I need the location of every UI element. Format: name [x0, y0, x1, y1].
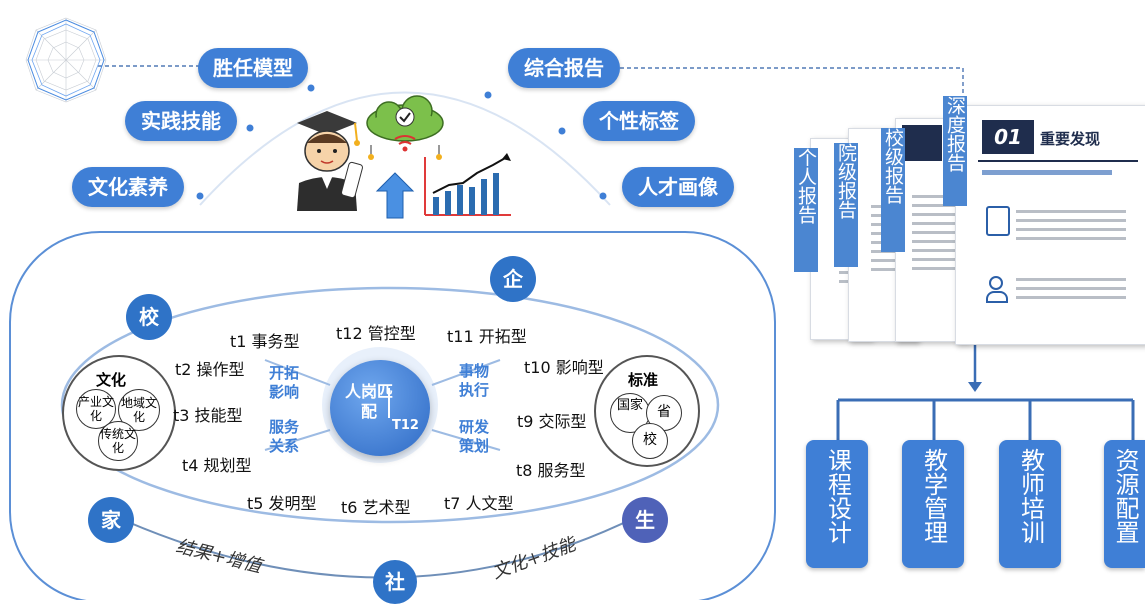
arc-dot [558, 127, 566, 135]
label-affairs-execution: 事物执行 [458, 362, 489, 399]
tab-college-report: 院级报告 [834, 143, 858, 267]
tab-deep-report: 深度报告 [943, 96, 967, 206]
report-heading: 重要发现 [1040, 130, 1101, 148]
comprehensive-report-pill: 综合报告 [508, 48, 620, 88]
box-resource-allocation: 资源配置 [1104, 440, 1145, 568]
node-family: 家 [88, 497, 134, 543]
type-t3: t3 技能型 [173, 406, 243, 425]
label-service-relation: 服务关系 [268, 418, 299, 455]
standard-cluster: 标准 国家 省 校 [594, 355, 700, 467]
arc-dot [484, 91, 492, 99]
type-t9: t9 交际型 [517, 412, 587, 431]
pointer-line [264, 429, 331, 451]
arc-dot [599, 192, 607, 200]
cultural-literacy-pill: 文化素养 [72, 167, 184, 207]
standard-provincial: 省 [646, 395, 682, 431]
standard-school: 校 [632, 423, 668, 459]
top-arc [199, 91, 611, 206]
graduate-illustration [297, 95, 511, 219]
center-main-label: 人岗匹配 [344, 382, 393, 421]
talent-portrait-pill: 人才画像 [622, 167, 734, 207]
dashed-connector-right [620, 67, 964, 95]
arc-dot [246, 124, 254, 132]
pointer-line [264, 359, 331, 386]
grad-cap-icon [297, 111, 357, 135]
pointer-line [431, 359, 501, 386]
standard-title: 标准 [628, 371, 659, 389]
node-society: 社 [373, 560, 417, 604]
report-page-deep: 01 重要发现 [955, 105, 1145, 345]
center-sub-label: T12 [392, 418, 419, 433]
node-student: 生 [622, 497, 668, 543]
type-t10: t10 影响型 [524, 358, 604, 377]
culture-traditional: 传统文化 [98, 421, 138, 461]
culture-title: 文化 [96, 371, 127, 389]
box-teaching-management: 教学管理 [902, 440, 964, 568]
personal-tags-pill: 个性标签 [583, 101, 695, 141]
arc-dot [196, 192, 204, 200]
center-match-circle: 人岗匹配 T12 [330, 360, 430, 456]
type-t7: t7 人文型 [444, 494, 514, 513]
practice-skills-pill: 实践技能 [125, 101, 237, 141]
node-enterprise: 企 [490, 256, 536, 302]
node-school: 校 [126, 294, 172, 340]
doc-icon [986, 206, 1010, 236]
type-t5: t5 发明型 [247, 494, 317, 513]
type-t8: t8 服务型 [516, 461, 586, 480]
tab-personal-report: 个人报告 [794, 148, 818, 272]
people-icon [986, 276, 1008, 303]
type-t6: t6 艺术型 [341, 498, 411, 517]
box-course-design: 课程设计 [806, 440, 868, 568]
type-t1: t1 事务型 [230, 332, 300, 351]
type-t2: t2 操作型 [175, 360, 245, 379]
box-teacher-training: 教师培训 [999, 440, 1061, 568]
tab-school-report: 校级报告 [881, 128, 905, 252]
label-expand-influence: 开拓影响 [268, 364, 299, 401]
competency-model-pill: 胜任模型 [198, 48, 308, 88]
radar-chart-icon [25, 17, 107, 103]
pointer-line [431, 429, 501, 451]
arc-dot [307, 84, 315, 92]
growth-chart-icon [424, 153, 511, 216]
type-t4: t4 规划型 [182, 456, 252, 475]
report-number: 01 [982, 120, 1034, 154]
type-t11: t11 开拓型 [447, 327, 527, 346]
culture-cluster: 文化 产业文化 地域文化 传统文化 [62, 355, 176, 471]
culture-industry: 产业文化 [76, 389, 116, 429]
label-rd-planning: 研发策划 [458, 418, 489, 455]
arrow-up-icon [375, 172, 415, 219]
type-t12: t12 管控型 [336, 324, 416, 343]
